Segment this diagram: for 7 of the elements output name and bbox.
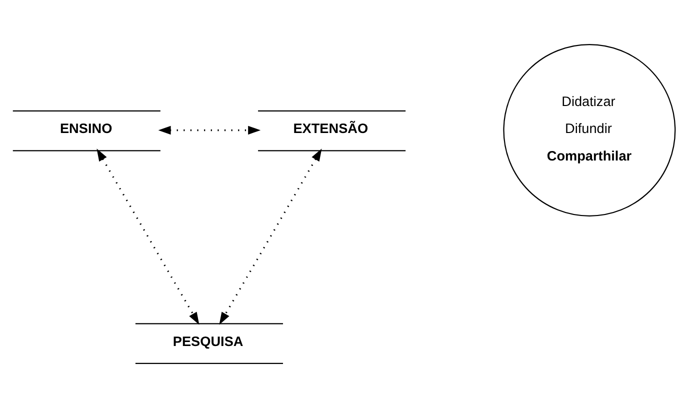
arrow [96,148,200,324]
arrow [219,148,322,324]
node-text: EXTENSÃO [293,120,368,136]
node-text: ENSINO [60,120,112,136]
arrow [158,125,261,134]
node-circle: Didatizar Difundir Comparthilar [503,43,676,216]
node-text: PESQUISA [172,333,244,348]
